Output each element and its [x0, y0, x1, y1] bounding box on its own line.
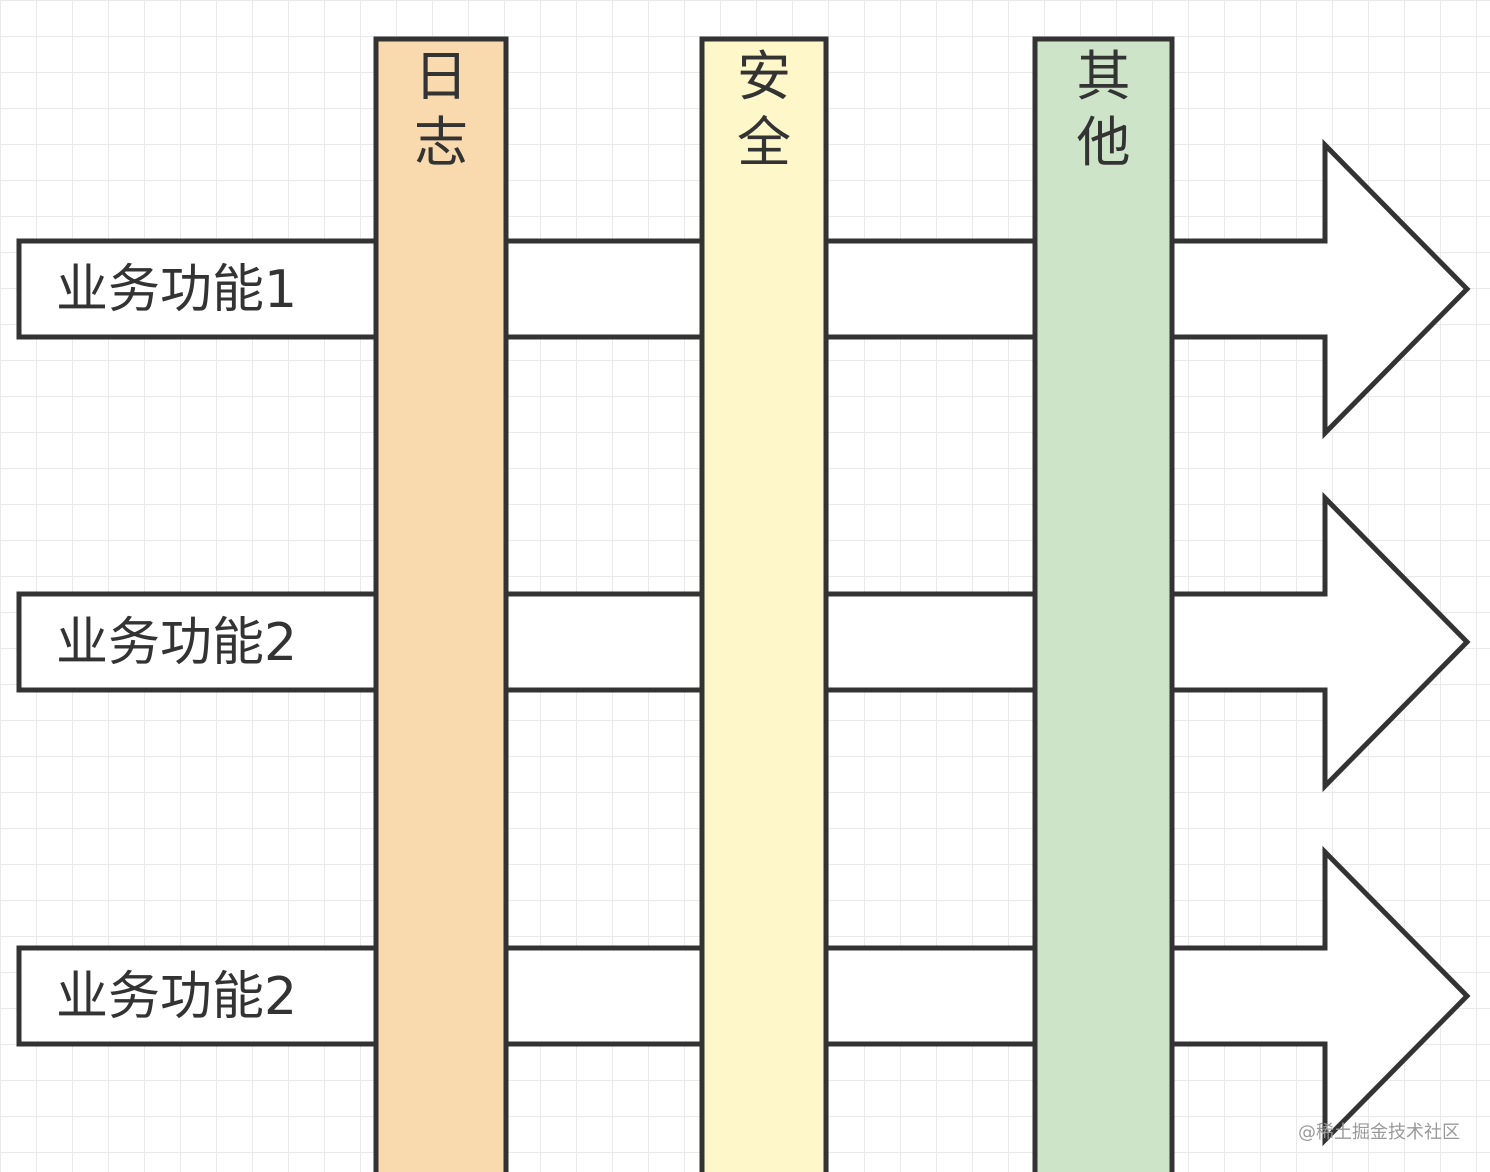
flow-label: 业务功能2	[56, 967, 297, 1027]
concern-column-bar	[699, 36, 829, 1172]
concern-column: 其他	[1032, 36, 1175, 1172]
concern-column-bar	[373, 36, 509, 1172]
concern-column-label: 安全	[737, 45, 791, 174]
concern-column: 安全	[699, 36, 829, 1172]
concern-column-label: 日志	[414, 45, 468, 174]
flow-label: 业务功能1	[56, 260, 297, 320]
columns-layer: 日志 安全 其他	[373, 36, 1175, 1172]
watermark: @稀土掘金技术社区	[1298, 1122, 1460, 1143]
concern-column-bar	[1032, 36, 1175, 1172]
concern-column-label: 其他	[1077, 45, 1131, 174]
concern-column: 日志	[373, 36, 509, 1172]
flow-label: 业务功能2	[56, 613, 297, 673]
